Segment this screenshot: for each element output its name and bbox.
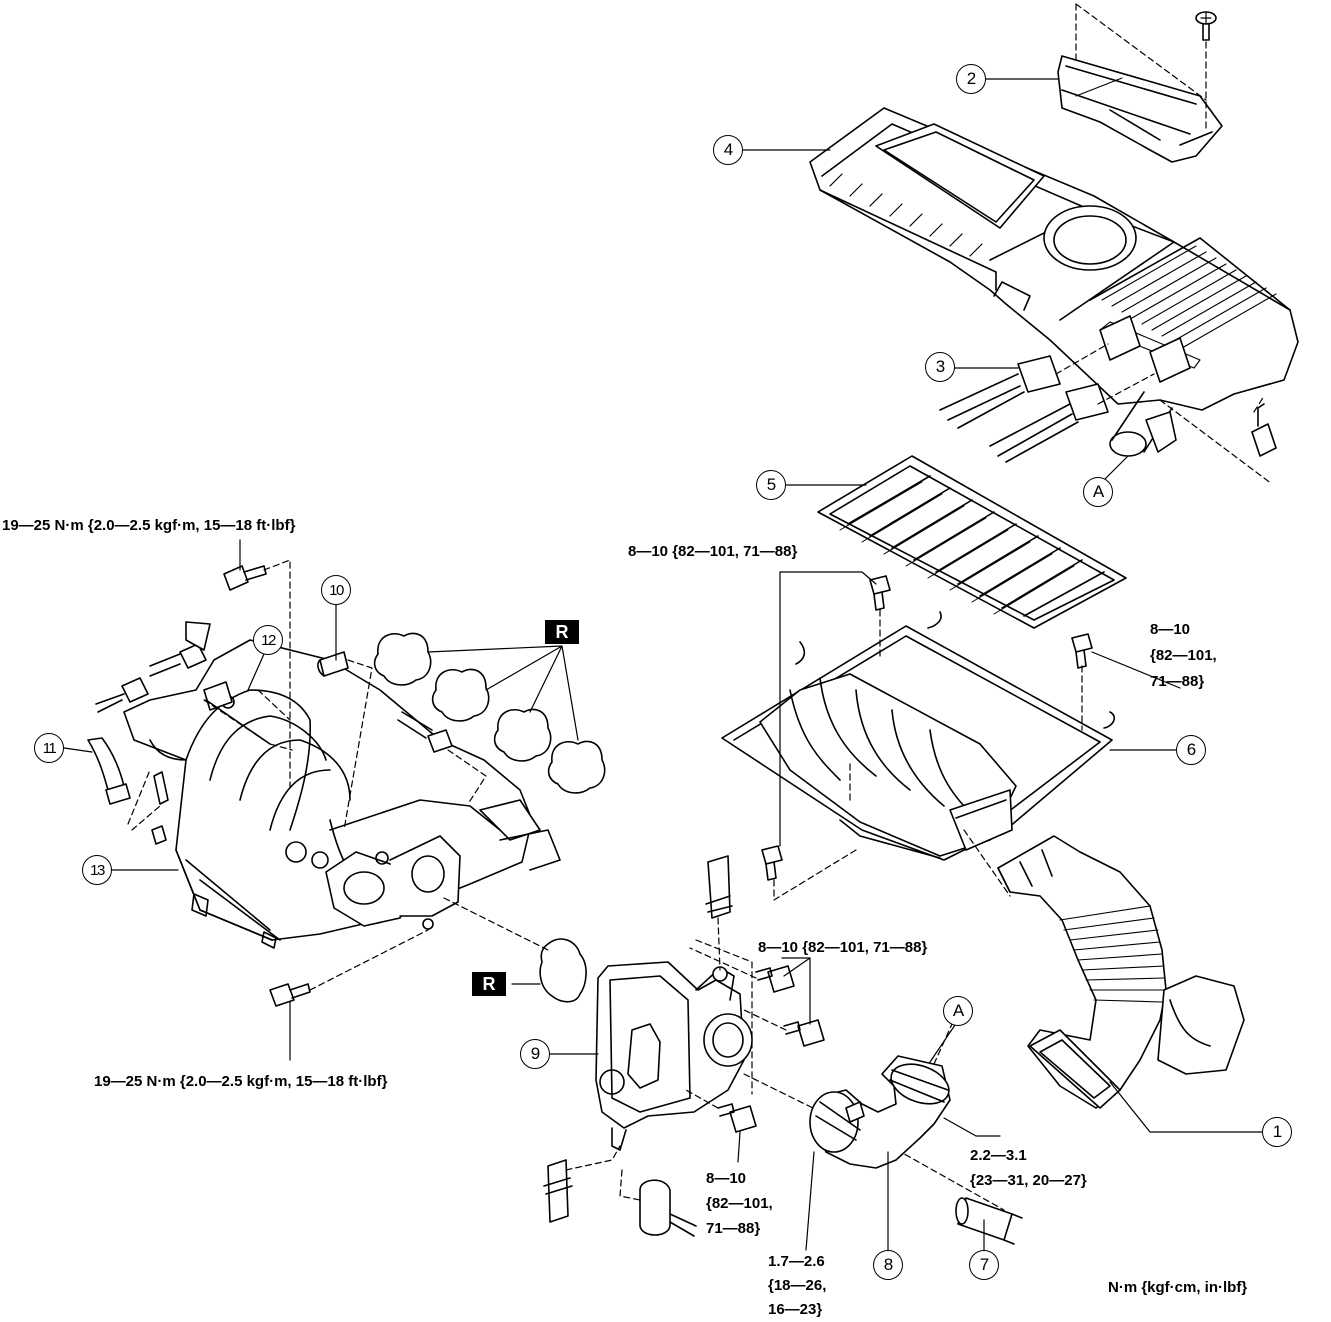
bolt-6-right-icon [1071,633,1093,669]
bolt-13-bottom-icon [269,983,311,1007]
callout-10: 10 [321,575,351,605]
callout-9: 9 [520,1039,550,1069]
callout-a-bottom: A [943,996,973,1026]
callout-8: 8 [873,1250,903,1280]
bolt-6-lower-icon [761,845,783,881]
guide-line-13-top [263,559,291,791]
guide-line-throttle-bolts [685,947,787,1109]
vacuum-connectors-icon [95,621,211,713]
bolt-13-top-icon [223,565,267,591]
torque-air-cleaner-left: 8—10 {82—101, 71—88} [628,543,798,560]
callout-1: 1 [1262,1117,1292,1147]
callout-a-top: A [1083,477,1113,507]
torque-air-cleaner-right: 8—10 {82—101, 71—88} [1150,621,1217,690]
throttle-bolt-upper-icon [755,965,795,993]
part-9-throttle-body [595,961,753,1151]
part-5-air-filter-element [817,455,1127,629]
guide-line-4 [1159,395,1273,485]
guide-line-8 [933,1023,953,1065]
callout-4: 4 [713,135,743,165]
part-2-bracket [1057,55,1223,163]
throttle-lower-hose [543,1159,573,1223]
guide-line-12 [203,689,293,751]
intake-gaskets [373,632,606,794]
torque-clamp-upper: 2.2—3.1 {23—31, 20—27} [970,1147,1087,1189]
gasket-leader-lines [427,645,579,741]
part-13-intake-manifold [123,639,561,949]
part-10-hose [317,651,349,677]
callout-2: 2 [956,64,986,94]
guide-line-throttle-lower [565,1145,641,1201]
callout-13: 13 [82,855,112,885]
torque-intake-manifold-bottom: 19—25 N·m {2.0—2.5 kgf·m, 15—18 ft·lbf} [94,1073,388,1090]
part-1-fresh-air-duct [997,835,1245,1109]
replace-badge-throttle-gasket: R [472,972,506,996]
part-3-connectors [939,355,1109,463]
torque-throttle-upper: 8—10 {82—101, 71—88} [758,939,928,956]
callout-3: 3 [925,352,955,382]
torque-clamp-lower: 1.7—2.6 {18—26, 16—23} [768,1253,827,1318]
guide-line-2 [1075,3,1207,129]
throttle-body-top-hose [705,855,733,919]
guide-line-connector [447,749,487,805]
leader-lines [63,78,1263,1251]
callout-5: 5 [756,470,786,500]
replace-badge-gaskets: R [545,620,579,644]
part-6-air-cleaner-lower-case [721,611,1116,861]
part-8-air-hose [809,1055,951,1169]
guide-line-gasket [443,897,549,951]
guide-line-6 [773,609,1083,901]
bolt-6-left-icon [869,575,891,611]
torque-units-legend: N·m {kgf·cm, in·lbf} [1108,1279,1248,1296]
clip-icon [1251,403,1277,457]
part-4-air-cleaner-upper-case [809,107,1299,457]
callout-6: 6 [1176,735,1206,765]
callout-11: 11 [34,733,64,763]
guide-line-13-bottom [309,929,429,991]
guide-line-10 [343,659,373,831]
torque-throttle-lower: 8—10 {82—101, 71—88} [706,1170,773,1237]
bolt-2-screw-icon [1195,11,1217,41]
part-7-hose [955,1197,1023,1245]
throttle-body-gasket [539,938,587,1003]
guide-line-3 [1055,343,1155,405]
manifold-connector-icon [397,711,453,753]
throttle-bolt-lower-icon [717,1103,757,1133]
part-11-vacuum-hose [87,737,169,845]
throttle-connector-icon [639,1179,697,1237]
throttle-bolt-middle-icon [783,1019,825,1047]
guide-line-11 [127,769,161,831]
callout-12: 12 [253,625,283,655]
callout-7: 7 [969,1250,999,1280]
torque-intake-manifold-top: 19—25 N·m {2.0—2.5 kgf·m, 15—18 ft·lbf} [2,517,296,534]
